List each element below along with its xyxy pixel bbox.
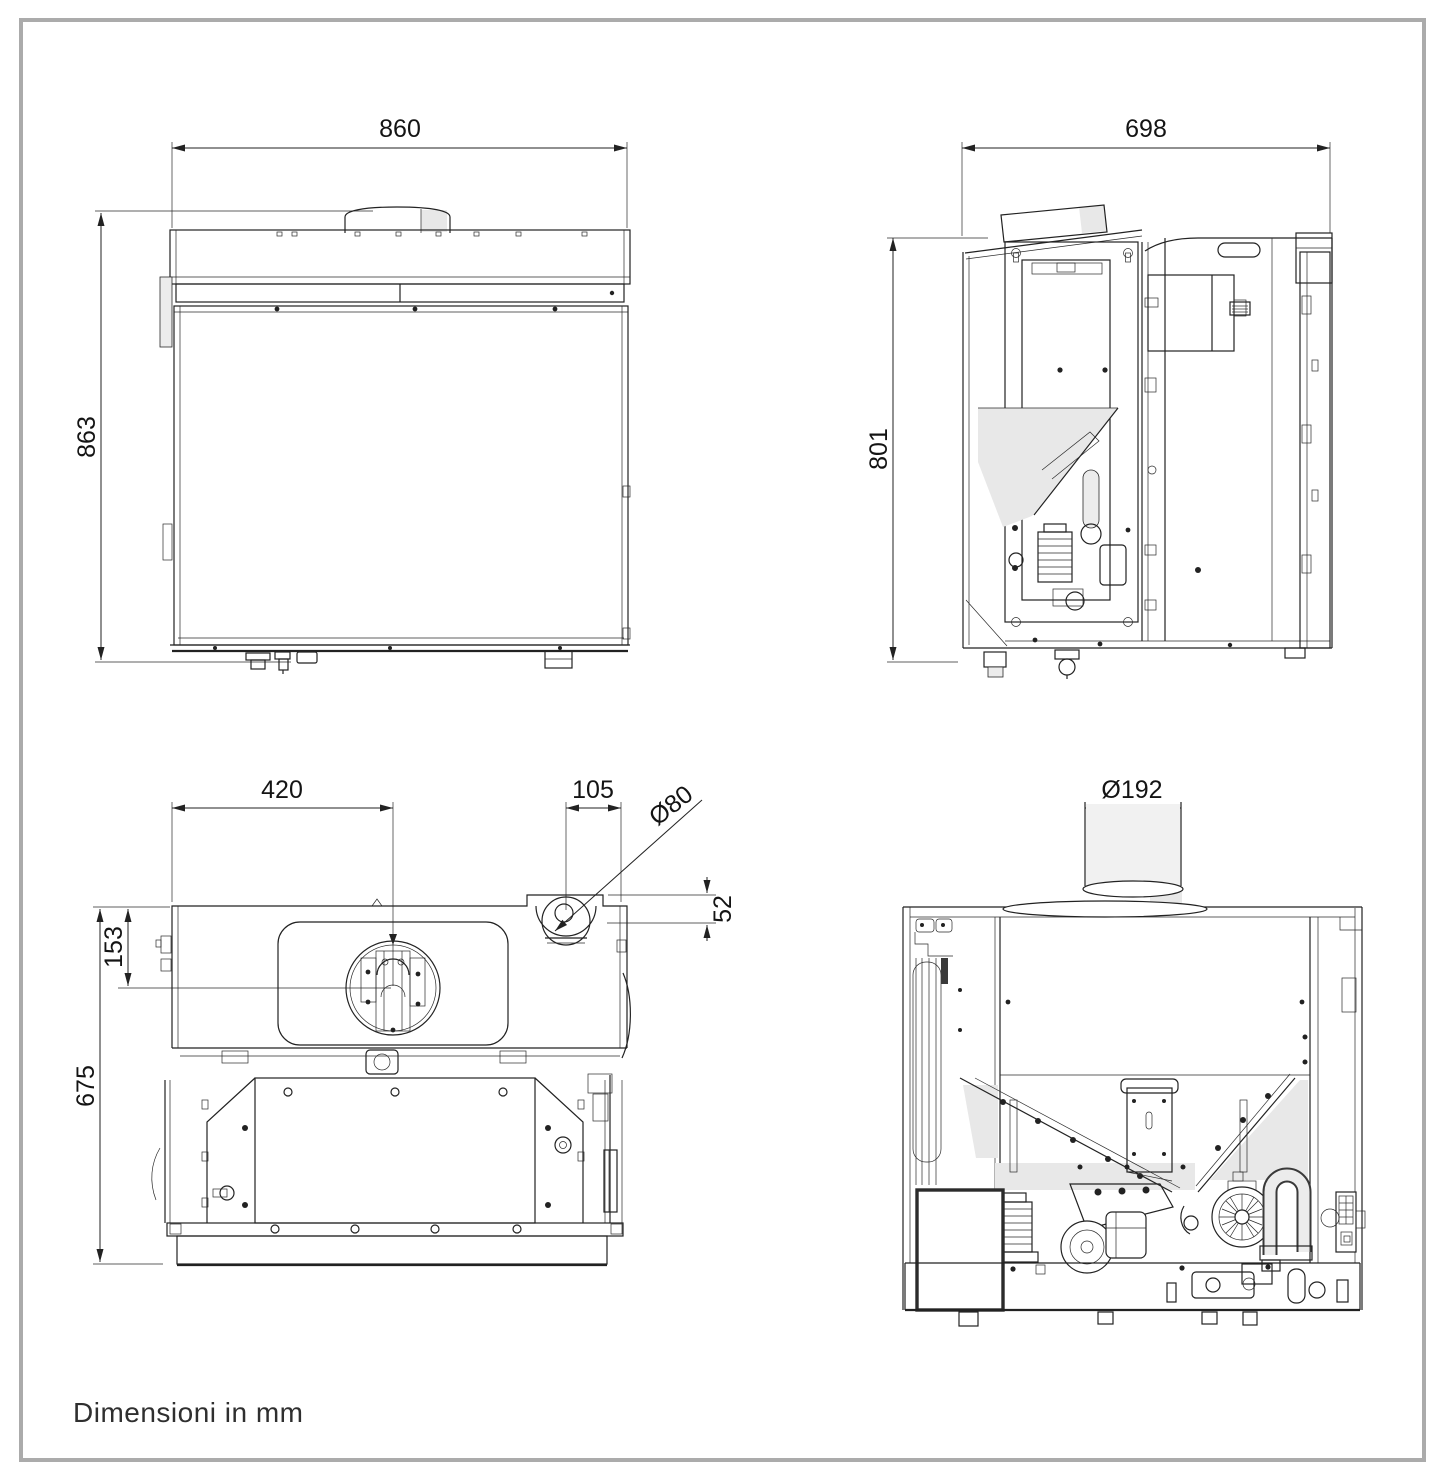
page-border-frame	[19, 18, 1426, 1462]
top-burner-offset-dimension: 420	[261, 776, 303, 804]
rear-return-pipe	[1259, 1167, 1313, 1272]
rear-flue-collar-plate	[1002, 900, 1208, 918]
rear-exhaust-fan	[1060, 1211, 1147, 1274]
rear-smoke-outlet-dimension: Ø192	[1101, 776, 1162, 804]
top-flue-protrusion-dimension: 52	[709, 895, 737, 923]
side-control-box	[1147, 274, 1251, 352]
top-depth-dimension: 675	[72, 1065, 100, 1107]
side-body-outline	[962, 237, 1333, 649]
side-handle-slot	[1217, 242, 1261, 258]
rear-body-shell	[902, 900, 1363, 1310]
rear-terminal-block	[1320, 1191, 1366, 1253]
rear-smoke-pipe	[1082, 802, 1184, 910]
side-height-dimension: 801	[865, 428, 893, 470]
rear-hydraulic-valves	[1166, 1263, 1349, 1304]
side-hopper-lid	[964, 204, 1143, 260]
front-chimney-stub	[344, 206, 451, 233]
top-view: 420 105 Ø80 52 153 675	[72, 776, 737, 1267]
rear-view: Ø192	[902, 776, 1366, 1327]
top-burner-opening	[345, 940, 441, 1036]
top-hinge-band	[180, 1049, 620, 1075]
front-door-panel	[173, 305, 631, 646]
front-width-dimension: 860	[379, 115, 421, 143]
rear-circulation-pump	[1180, 1171, 1273, 1248]
side-mid-wall	[1125, 238, 1201, 641]
top-plate	[155, 894, 628, 1049]
side-rear-panel	[1271, 232, 1333, 649]
side-burner-assembly	[1008, 431, 1127, 611]
rear-left-channel	[912, 918, 962, 1185]
top-base-skirt	[166, 1222, 624, 1267]
front-height-dimension: 863	[73, 416, 101, 458]
rear-pellet-hopper	[959, 999, 1310, 1193]
top-front-section	[151, 1073, 623, 1224]
rear-base	[904, 1262, 1361, 1326]
side-base-fittings	[983, 642, 1306, 679]
top-right-door-edge	[621, 972, 631, 1059]
front-top-band	[169, 229, 631, 303]
front-view: 860 863	[73, 115, 631, 674]
top-flue-diameter-dimension: Ø80	[644, 780, 698, 831]
rear-feed-chute	[1069, 1078, 1179, 1230]
caption-units: Dimensioni in mm	[73, 1397, 304, 1428]
top-opening-offset-dimension: 153	[100, 926, 128, 968]
side-view: 698 801	[865, 115, 1333, 679]
side-depth-dimension: 698	[1125, 115, 1167, 143]
top-flue-offset-dimension: 105	[572, 776, 614, 804]
front-base	[170, 644, 630, 674]
top-flue-outlet	[535, 896, 597, 946]
front-left-hinge-tab	[159, 276, 173, 348]
rear-ash-box	[915, 1188, 1005, 1327]
front-left-latch-tab	[162, 523, 173, 561]
